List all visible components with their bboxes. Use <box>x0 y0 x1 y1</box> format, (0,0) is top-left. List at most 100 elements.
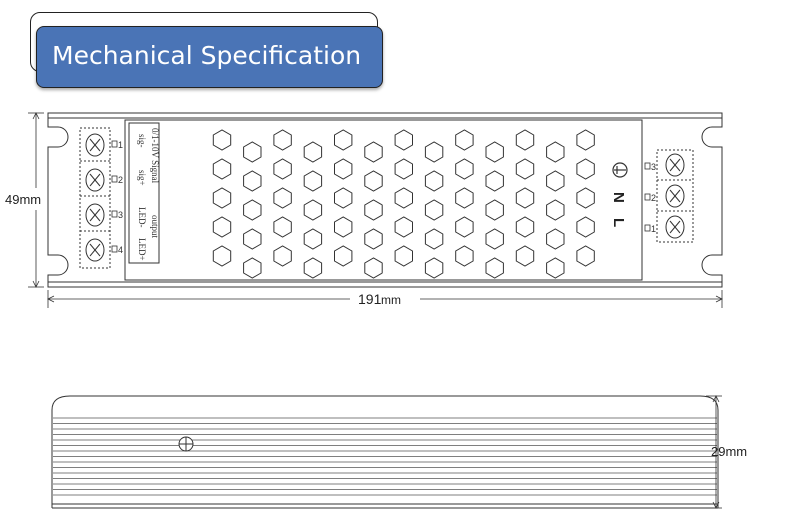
screw-terminal-3 <box>85 203 105 227</box>
left-terminal-label: 2 <box>118 175 123 185</box>
vent-hexagon <box>273 216 292 238</box>
vent-hexagon <box>424 199 444 221</box>
vent-hexagon <box>576 158 595 180</box>
vent-hexagon <box>243 257 262 279</box>
vent-hexagon <box>485 228 504 250</box>
vent-hexagon <box>455 129 474 151</box>
vent-hexagon <box>394 245 413 267</box>
length-dimension-unit: mm <box>381 293 401 307</box>
vent-hexagon <box>212 187 232 209</box>
vent-hexagon <box>515 216 535 238</box>
vent-hexagon <box>455 158 474 180</box>
vent-hexagon <box>273 158 292 180</box>
signal-labels: 0/1-10V Signal sig- sig+ LED- output LED… <box>137 128 160 261</box>
vent-hexagon <box>576 129 595 151</box>
vent-hexagon <box>273 129 292 151</box>
title-banner: Mechanical Specification <box>30 12 386 88</box>
vent-hexagon <box>212 216 232 238</box>
vent-hexagon <box>334 187 353 209</box>
vent-hexagon <box>515 245 535 267</box>
led-plus-label: LED+ <box>137 238 147 261</box>
left-terminal-label: 4 <box>118 245 123 255</box>
vent-hexagon <box>364 228 383 250</box>
vent-hexagon <box>212 158 232 180</box>
vent-hexagon <box>212 129 232 151</box>
screw-terminal-r3 <box>665 153 685 177</box>
screw-terminal-1 <box>85 133 105 157</box>
vent-hexagon <box>424 228 444 250</box>
page-title: Mechanical Specification <box>52 41 362 70</box>
vent-hexagon <box>576 216 595 238</box>
vent-hexagon <box>455 187 474 209</box>
vent-hexagon <box>485 257 504 279</box>
right-terminal-label: 2 <box>651 193 656 203</box>
left-terminal-screws <box>85 133 105 262</box>
length-dimension <box>47 290 723 308</box>
side-screw <box>178 436 194 452</box>
vent-hexagon <box>303 141 323 163</box>
screw-terminal-r1 <box>665 215 685 239</box>
vent-hexagon <box>394 158 413 180</box>
vent-hexagon <box>424 170 444 192</box>
housing-outline <box>47 112 723 288</box>
vent-hexagon <box>243 141 262 163</box>
vent-hexagon <box>515 187 535 209</box>
vent-hexagon <box>364 141 383 163</box>
vent-hexagon <box>424 141 444 163</box>
right-terminal-block <box>656 149 694 243</box>
vent-hexagon <box>364 199 383 221</box>
left-terminal-numbers: 1 2 3 4 <box>111 140 123 255</box>
vent-hexagon <box>273 245 292 267</box>
vent-hexagon <box>546 170 565 192</box>
vent-hexagon <box>334 216 353 238</box>
top-view <box>47 112 723 288</box>
vent-hexagon <box>364 257 383 279</box>
vent-hexagon <box>303 257 323 279</box>
vent-hexagon <box>303 199 323 221</box>
vent-hexagon <box>394 216 413 238</box>
left-terminal-block <box>79 127 111 269</box>
vent-hexagon <box>515 129 535 151</box>
screw-terminal-4 <box>85 238 105 262</box>
vent-hexagon <box>243 199 262 221</box>
vent-hexagon <box>364 170 383 192</box>
screw-terminal-2 <box>85 168 105 192</box>
length-dimension-value: 191 <box>358 291 382 307</box>
side-view <box>51 395 719 509</box>
earth-ground-icon <box>612 162 628 178</box>
depth-dimension-label: 29mm <box>711 444 747 459</box>
vent-hexagon <box>485 170 504 192</box>
height-dimension <box>28 112 44 288</box>
depth-dimension <box>706 395 722 509</box>
side-housing-outline <box>51 395 719 508</box>
vent-hex-grid <box>212 129 595 279</box>
vent-hexagon <box>273 187 292 209</box>
line-label: L <box>610 218 627 227</box>
right-terminal-label: 3 <box>651 162 656 172</box>
vent-hexagon <box>424 257 444 279</box>
left-terminal-label: 3 <box>118 210 123 220</box>
side-cooling-fins <box>53 417 717 496</box>
screw-terminal-r2 <box>665 184 685 208</box>
title-banner-box: Mechanical Specification <box>36 26 383 88</box>
inner-panel <box>124 119 643 281</box>
vent-hexagon <box>455 245 474 267</box>
sig-minus-label: sig- <box>137 134 147 148</box>
vent-hexagon <box>546 141 565 163</box>
vent-hexagon <box>485 141 504 163</box>
vent-hexagon <box>546 199 565 221</box>
vent-hexagon <box>243 170 262 192</box>
height-dimension-label: 49mm <box>5 192 41 207</box>
vent-hexagon <box>303 170 323 192</box>
right-terminal-screws <box>665 153 685 239</box>
sig-plus-label: sig+ <box>137 170 147 186</box>
vent-hexagon <box>243 228 262 250</box>
vent-hexagon <box>303 228 323 250</box>
vent-hexagon <box>455 216 474 238</box>
neutral-label: N <box>610 192 627 203</box>
vent-hexagon <box>485 199 504 221</box>
vent-hexagon <box>394 187 413 209</box>
vent-hexagon <box>334 245 353 267</box>
left-terminal-label: 1 <box>118 140 123 150</box>
